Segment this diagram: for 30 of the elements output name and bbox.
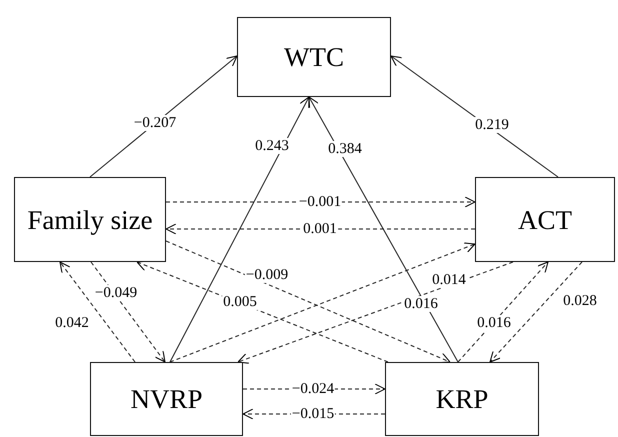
edge-label: 0.384 <box>327 141 363 157</box>
variable-box <box>14 177 166 262</box>
variable-box <box>385 362 539 436</box>
variable-name: ACT <box>518 204 572 234</box>
variable-box <box>90 362 243 436</box>
arrow <box>458 262 548 362</box>
arrow <box>90 262 166 362</box>
edge-label: 0.016 <box>403 296 439 312</box>
arrow <box>136 260 388 362</box>
edge-label: 0.016 <box>476 315 512 331</box>
arrow <box>166 224 476 234</box>
variable-name: KRP <box>436 384 488 414</box>
variable-box <box>237 17 391 97</box>
arrow <box>60 262 136 362</box>
arrow <box>90 56 238 178</box>
edge-label: 0.243 <box>254 138 290 154</box>
arrow <box>308 96 458 362</box>
variable-box <box>475 177 615 262</box>
edge-label: 0.219 <box>474 117 510 133</box>
edge-label: 0.005 <box>222 294 258 310</box>
arrow <box>238 262 514 364</box>
edge-label: −0.009 <box>244 267 290 283</box>
arrow <box>490 262 582 362</box>
variable-name: Family size <box>27 204 153 234</box>
variable-name: NVRP <box>130 384 203 414</box>
variable-name: WTC <box>284 42 344 72</box>
arrow <box>170 96 310 362</box>
edge-label: −0.207 <box>132 115 178 131</box>
edge-label: 0.014 <box>431 272 467 288</box>
edge-label: −0.049 <box>94 285 138 301</box>
